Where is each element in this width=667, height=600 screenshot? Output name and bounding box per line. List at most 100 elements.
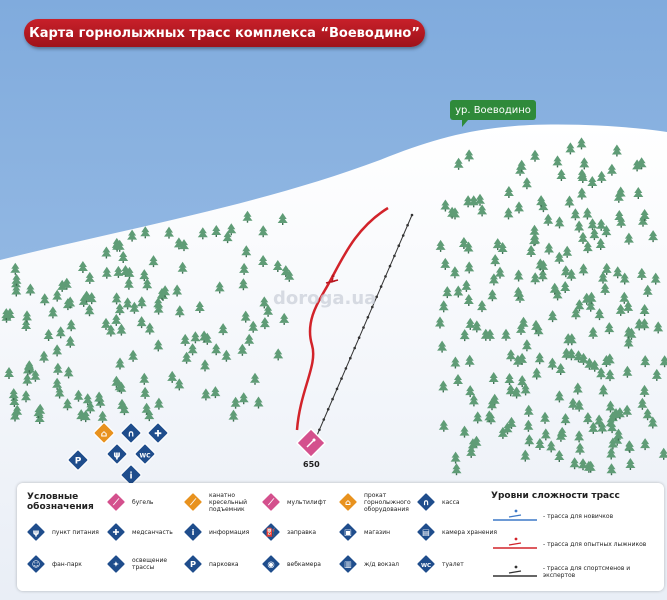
difficulty-advanced-label: - трасса для опытных лыжников	[543, 540, 647, 548]
legend-item-tow-lift: ⟋бугель	[105, 491, 190, 513]
svg-text:▥: ▥	[344, 559, 352, 569]
lift-tower	[353, 346, 357, 350]
webcam-icon: ◉	[261, 554, 281, 574]
svg-text:▤: ▤	[422, 527, 430, 537]
legend-item-label: канатно кресельный подъемник	[209, 491, 248, 513]
legend-item-label: прокат горнолыжного оборудования	[364, 491, 411, 513]
legend-title: Условные обозначения	[27, 492, 94, 512]
difficulty-title: Уровни сложности трасс	[491, 491, 620, 501]
gas-station-icon: ⛽	[261, 522, 281, 542]
toilet-icon[interactable]: WC	[133, 442, 157, 466]
legend-item-label: бугель	[132, 498, 154, 506]
luggage-icon: ▤	[416, 522, 436, 542]
svg-text:☺: ☺	[32, 559, 41, 569]
svg-text:⌂: ⌂	[101, 430, 108, 440]
legend-item-chairlift: ⟋ канатно кресельный подъемник	[182, 491, 267, 513]
legend-item-multilift: ⟋мультилифт	[260, 491, 345, 513]
difficulty-expert: - трасса для спортсменов и экспертов	[491, 565, 664, 579]
info-icon-graphic: i	[120, 464, 142, 486]
advanced-trail-icon	[493, 537, 537, 549]
svg-text:⟋: ⟋	[267, 497, 274, 507]
food-icon: ψ	[26, 522, 46, 542]
lift-tower	[318, 428, 321, 432]
lift-tower	[322, 418, 326, 421]
svg-text:∩: ∩	[423, 497, 430, 507]
legend-item-label: касса	[442, 498, 460, 506]
train-station-icon: ▥	[338, 554, 358, 574]
legend-item-webcam: ◉ вебкамера	[260, 553, 345, 575]
rental-icon-graphic: ⌂	[93, 422, 115, 444]
difficulty-beginner-label: - трасса для новичков	[543, 512, 614, 520]
lift-tower	[344, 367, 348, 370]
ticket-office-icon: ∩	[416, 492, 436, 512]
rental-icon[interactable]: ⌂	[92, 421, 116, 445]
svg-text:◉: ◉	[267, 559, 274, 569]
tow-lift-station-icon[interactable]	[295, 427, 327, 459]
svg-text:i: i	[192, 527, 195, 537]
legend-item-medical: ✚ медсанчасть	[105, 521, 190, 543]
parking-icon: P	[183, 554, 203, 574]
food-icon-graphic: ψ	[106, 443, 128, 465]
svg-text:P: P	[75, 457, 82, 467]
legend-item-label: фан-парк	[52, 560, 82, 568]
legend-item-label: ж/д вокзал	[364, 560, 400, 568]
lift-tower	[349, 356, 352, 360]
legend-item-fun-park: ☺ фан-парк	[25, 553, 110, 575]
lift-tower	[397, 244, 401, 247]
chairlift-icon: ⟋	[183, 492, 203, 512]
legend-item-label: магазин	[364, 528, 391, 536]
ticket-office-icon-graphic: ∩	[120, 422, 142, 444]
food-icon[interactable]: ψ	[105, 442, 129, 466]
skier-icon	[325, 274, 339, 284]
multilift-icon: ⟋	[261, 492, 281, 512]
lift-tower	[410, 213, 414, 217]
svg-text:P: P	[190, 559, 196, 569]
legend-item-ticket-office: ∩ касса	[415, 491, 500, 513]
legend-item-label: вебкамера	[287, 560, 321, 568]
difficulty-expert-label: - трасса для спортсменов и экспертов	[542, 565, 631, 579]
svg-text:⌂: ⌂	[345, 497, 351, 507]
lift-tower	[326, 408, 330, 411]
beginner-trail-icon	[493, 509, 537, 521]
legend-item-label: парковка	[209, 560, 239, 568]
svg-text:✦: ✦	[113, 559, 120, 569]
parking-icon[interactable]: P	[66, 448, 90, 472]
legend-item-label: туалет	[442, 560, 464, 568]
rental-icon: ⌂	[338, 492, 358, 512]
watermark: dorogа.ua	[273, 288, 377, 309]
lift-number-label: 650	[303, 460, 320, 469]
lift-tower	[340, 377, 343, 380]
legend-item-label: камера хранения	[442, 528, 497, 536]
legend-item-gas-station: ⛽ заправка	[260, 521, 345, 543]
lift-tower	[335, 387, 339, 391]
svg-text:⛽: ⛽	[266, 527, 276, 537]
legend-item-train-station: ▥ ж/д вокзал	[337, 553, 422, 575]
ticket-office-icon[interactable]: ∩	[119, 421, 143, 445]
svg-text:✚: ✚	[113, 527, 120, 537]
map-title: Карта горнолыжных трасс комплекса “Воево…	[24, 19, 425, 47]
toilet-icon: WC	[416, 554, 436, 574]
svg-text:ψ: ψ	[113, 451, 120, 461]
svg-text:▣: ▣	[344, 527, 352, 537]
svg-text:∩: ∩	[127, 430, 134, 440]
legend-item-toilet: WC туалет	[415, 553, 500, 575]
lift-tower	[406, 223, 409, 227]
lift-tower	[384, 275, 387, 278]
svg-text:⟋: ⟋	[189, 497, 196, 507]
svg-text:i: i	[129, 472, 132, 482]
fun-park-icon: ☺	[26, 554, 46, 574]
lift-tower	[362, 326, 365, 329]
info-icon[interactable]: i	[119, 463, 143, 487]
parking-icon-graphic: P	[67, 449, 89, 471]
legend-item-label: медсанчасть	[132, 528, 173, 536]
medical-icon[interactable]: ✚	[146, 421, 170, 445]
lift-tower	[401, 234, 405, 237]
lift-tower	[357, 336, 361, 340]
medical-icon: ✚	[106, 522, 126, 542]
lift-tower	[331, 397, 334, 401]
legend-item-luggage: ▤ камера хранения	[415, 521, 500, 543]
legend-item-label: заправка	[287, 528, 317, 536]
